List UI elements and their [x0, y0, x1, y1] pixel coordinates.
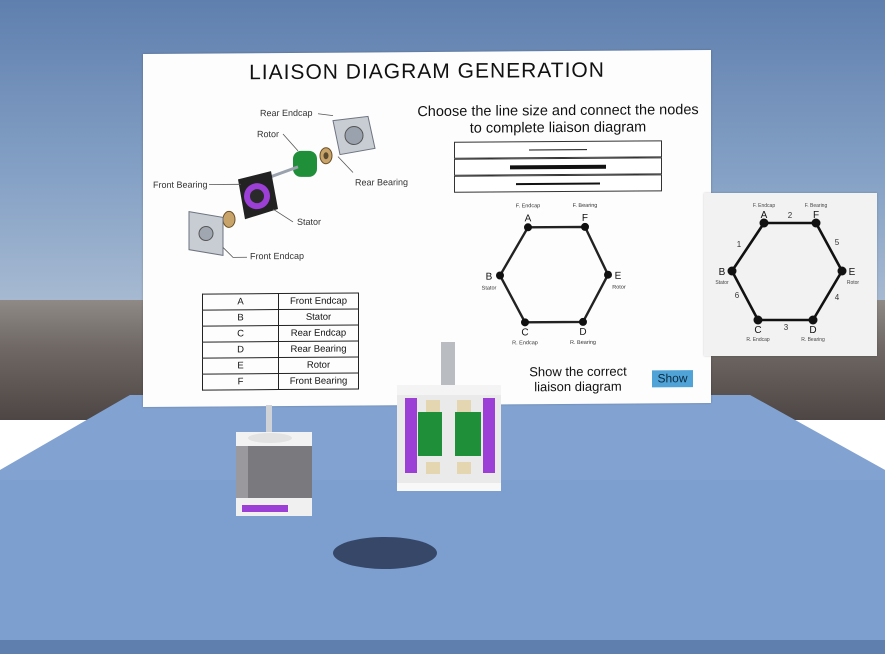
answer-node-B-caption: Stator [715, 280, 729, 286]
node-A-caption: F. Endcap [516, 203, 540, 209]
answer-node-E-caption: Rotor [847, 280, 860, 286]
answer-node-D-caption: R. Bearing [801, 337, 825, 343]
edge-number-3: 3 [784, 323, 789, 332]
node-B-caption: Stator [482, 286, 497, 292]
node-B-label: B [486, 272, 493, 283]
answer-node-C-label: C [754, 325, 761, 336]
rear-endcap-part [332, 115, 376, 156]
front-endcap-part [188, 211, 224, 257]
answer-node-D-label: D [809, 325, 816, 336]
edge-number-1: 1 [737, 240, 742, 249]
stator-part [238, 171, 278, 220]
edge-number-5: 5 [835, 238, 840, 247]
cutaway-motor-model[interactable] [397, 342, 501, 491]
liaison-board: LIAISON DIAGRAM GENERATION [143, 50, 711, 407]
node-F[interactable]: F F. Bearing [573, 203, 598, 231]
answer-node-B-label: B [719, 267, 726, 278]
answer-node-A-label: A [761, 210, 768, 221]
node-F-label: F [582, 213, 588, 224]
node-C-caption: R. Endcap [512, 340, 538, 346]
node-E-caption: Rotor [612, 285, 626, 291]
node-E-label: E [615, 271, 622, 282]
rear-bearing-part [319, 147, 333, 165]
node-D[interactable]: D R. Bearing [570, 317, 596, 346]
motor-shadow [333, 537, 437, 569]
answer-node-F-caption: F. Bearing [805, 203, 828, 209]
liaison-diagram-canvas[interactable]: A F. Endcap F F. Bearing E Rotor D R. Be… [473, 201, 633, 354]
node-D-caption: R. Bearing [570, 340, 596, 346]
node-B[interactable]: B Stator [482, 271, 504, 292]
node-A-label: A [525, 213, 532, 224]
node-C[interactable]: C R. Endcap [512, 318, 538, 346]
correct-diagram-canvas: A F. Endcap F F. Bearing E Rotor D R. Be… [715, 203, 860, 343]
node-D-label: D [579, 327, 586, 338]
edge-number-2: 2 [788, 211, 793, 220]
node-F-caption: F. Bearing [573, 203, 598, 209]
node-C-label: C [521, 327, 528, 338]
edge-number-4: 4 [835, 293, 840, 302]
answer-node-F-label: F [813, 210, 819, 221]
answer-node-A-caption: F. Endcap [753, 203, 775, 209]
exploded-motor-view [188, 113, 376, 258]
node-E[interactable]: E Rotor [604, 271, 626, 291]
answer-node-E-label: E [849, 267, 856, 278]
edge-number-6: 6 [735, 291, 740, 300]
node-A[interactable]: A F. Endcap [516, 203, 540, 232]
correct-diagram-panel: A F. Endcap F F. Bearing E Rotor D R. Be… [704, 193, 877, 356]
assembled-motor-model[interactable] [236, 405, 312, 516]
answer-node-C-caption: R. Endcap [746, 337, 770, 343]
